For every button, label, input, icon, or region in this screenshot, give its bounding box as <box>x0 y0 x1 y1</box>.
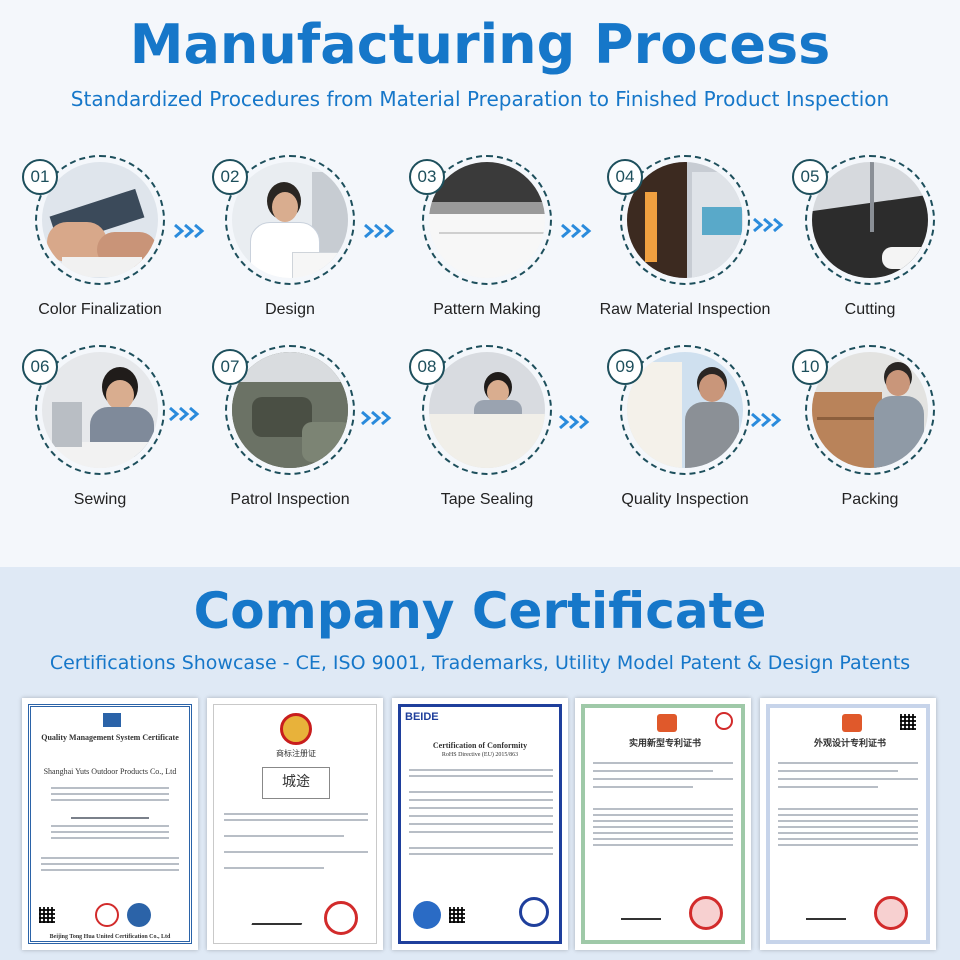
seal-icon <box>519 897 549 927</box>
step-quality-inspection: 09 Quality Inspection <box>595 345 775 535</box>
step-photo-frame <box>422 155 552 285</box>
step-label: Pattern Making <box>433 301 541 318</box>
seal-icon <box>95 903 119 927</box>
process-subtitle: Standardized Procedures from Material Pr… <box>70 87 890 111</box>
step-number: 08 <box>409 349 445 385</box>
step-photo-frame <box>35 155 165 285</box>
certificate-footer: Beijing Tong Hua United Certification Co… <box>49 934 171 940</box>
certificate-subtitle: Certifications Showcase - CE, ISO 9001, … <box>49 652 911 674</box>
step-number: 10 <box>792 349 828 385</box>
step-number: 09 <box>607 349 643 385</box>
step-photo <box>812 352 928 468</box>
chevron-right-icon <box>174 223 205 239</box>
certificate-conformity: BEIDE Certification of Conformity RoHS D… <box>392 698 568 950</box>
step-color-finalization: 01 Color Finalization <box>10 155 190 345</box>
step-label: Sewing <box>73 491 127 508</box>
certificate-holder: Shanghai Yuts Outdoor Products Co., Ltd <box>43 767 177 776</box>
step-photo <box>429 162 545 278</box>
certificate-heading: Quality Management System Certificate <box>41 733 179 742</box>
step-photo-frame <box>422 345 552 475</box>
step-number: 06 <box>22 349 58 385</box>
seal-icon <box>715 712 733 730</box>
step-photo-frame <box>620 155 750 285</box>
seal-icon <box>874 896 908 930</box>
certificate-heading: 外观设计专利证书 <box>813 738 886 748</box>
step-number: 07 <box>212 349 248 385</box>
step-label: Color Finalization <box>38 301 162 318</box>
step-number: 02 <box>212 159 248 195</box>
step-photo <box>232 162 348 278</box>
certificate-title: Company Certificate <box>193 582 767 640</box>
chevron-right-icon <box>751 412 782 428</box>
process-title: Manufacturing Process <box>129 13 831 76</box>
step-cutting: 05 Cutting <box>780 155 960 345</box>
step-photo <box>232 352 348 468</box>
step-number: 04 <box>607 159 643 195</box>
step-photo <box>42 352 158 468</box>
step-patrol-inspection: 07 Patrol Inspection <box>200 345 380 535</box>
step-pattern-making: 03 Pattern Making <box>397 155 577 345</box>
qr-code-icon <box>449 907 465 923</box>
certificate-heading: Certification of Conformity <box>432 741 528 750</box>
qr-code-icon <box>39 907 55 923</box>
step-number: 03 <box>409 159 445 195</box>
chevron-right-icon <box>559 414 590 430</box>
step-photo <box>812 162 928 278</box>
chevron-right-icon <box>361 410 392 426</box>
step-label: Patrol Inspection <box>230 491 350 508</box>
step-design: 02 Design <box>200 155 380 345</box>
certificate-utility-model-patent: 实用新型专利证书 <box>575 698 751 950</box>
step-label: Quality Inspection <box>621 491 749 508</box>
step-photo-frame <box>225 155 355 285</box>
chevron-right-icon <box>364 223 395 239</box>
step-photo-frame <box>805 155 935 285</box>
patent-logo-icon <box>657 714 677 732</box>
chevron-right-icon <box>169 406 200 422</box>
step-photo <box>627 162 743 278</box>
step-photo-frame <box>620 345 750 475</box>
step-photo <box>42 162 158 278</box>
chevron-right-icon <box>753 217 784 233</box>
seal-icon <box>689 896 723 930</box>
seal-icon <box>324 901 358 935</box>
step-sewing: 06 Sewing <box>10 345 190 535</box>
certificate-heading: 实用新型专利证书 <box>628 738 701 748</box>
logo-icon <box>103 713 121 727</box>
patent-logo-icon <box>842 714 862 732</box>
step-raw-material-inspection: 04 Raw Material Inspection <box>595 155 775 345</box>
step-label: Packing <box>841 491 899 508</box>
badge-icon <box>413 901 441 929</box>
step-label: Design <box>265 301 315 318</box>
chevron-right-icon <box>561 223 592 239</box>
step-photo <box>429 352 545 468</box>
step-label: Raw Material Inspection <box>599 301 771 318</box>
trademark-mark: 城途 <box>282 775 310 790</box>
qr-code-icon <box>900 714 916 730</box>
step-photo-frame <box>805 345 935 475</box>
signature <box>251 911 307 925</box>
certificate-trademark: 商标注册证 城途 <box>207 698 383 950</box>
certificate-subheading: RoHS Directive (EU) 2015/863 <box>441 752 519 758</box>
step-number: 01 <box>22 159 58 195</box>
certificate-heading: 商标注册证 <box>276 749 316 758</box>
signature <box>621 904 661 920</box>
step-photo <box>627 352 743 468</box>
brand-logo: BEIDE <box>405 711 439 723</box>
signature <box>806 904 846 920</box>
step-photo-frame <box>35 345 165 475</box>
step-photo-frame <box>225 345 355 475</box>
step-label: Cutting <box>844 301 896 318</box>
step-number: 05 <box>792 159 828 195</box>
certificate-quality-management: Quality Management System Certificate Sh… <box>22 698 198 950</box>
emblem-icon <box>280 713 312 745</box>
badge-icon <box>127 903 151 927</box>
step-tape-sealing: 08 Tape Sealing <box>397 345 577 535</box>
step-packing: 10 Packing <box>780 345 960 535</box>
certificate-design-patent: 外观设计专利证书 <box>760 698 936 950</box>
step-label: Tape Sealing <box>440 491 534 508</box>
